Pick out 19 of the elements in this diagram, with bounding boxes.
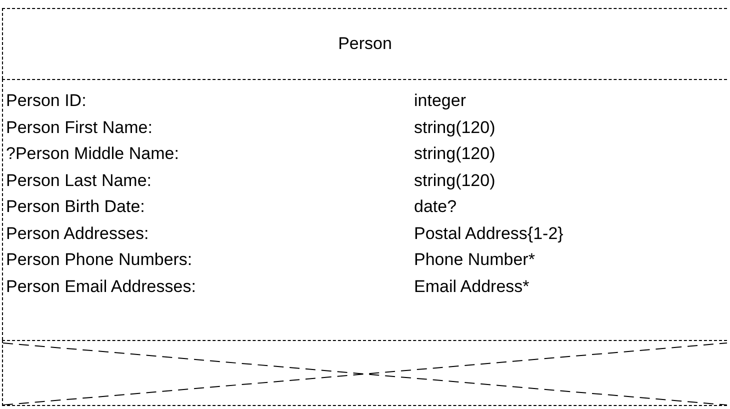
attribute-name: Person Birth Date: [6, 196, 145, 218]
attribute-type: integer [414, 90, 466, 112]
attribute-type: string(120) [414, 116, 496, 138]
attribute-type: date? [414, 196, 457, 218]
attribute-type: string(120) [414, 170, 496, 192]
attribute-name: Person Last Name: [6, 170, 152, 192]
class-name: Person [338, 33, 392, 56]
class-name-compartment [2, 8, 727, 79]
attribute-type: Postal Address{1-2} [414, 222, 564, 244]
attribute-name: Person Email Addresses: [6, 276, 196, 298]
attribute-name: Person ID: [6, 90, 86, 112]
attribute-name: Person First Name: [6, 116, 152, 138]
attribute-type: Email Address* [414, 276, 530, 298]
attribute-name: Person Phone Numbers: [6, 249, 192, 271]
attribute-type: string(120) [414, 143, 496, 165]
attribute-name: ?Person Middle Name: [6, 143, 179, 165]
attribute-compartment [2, 79, 727, 340]
attribute-name: Person Addresses: [6, 222, 149, 244]
attribute-type: Phone Number* [414, 249, 535, 271]
